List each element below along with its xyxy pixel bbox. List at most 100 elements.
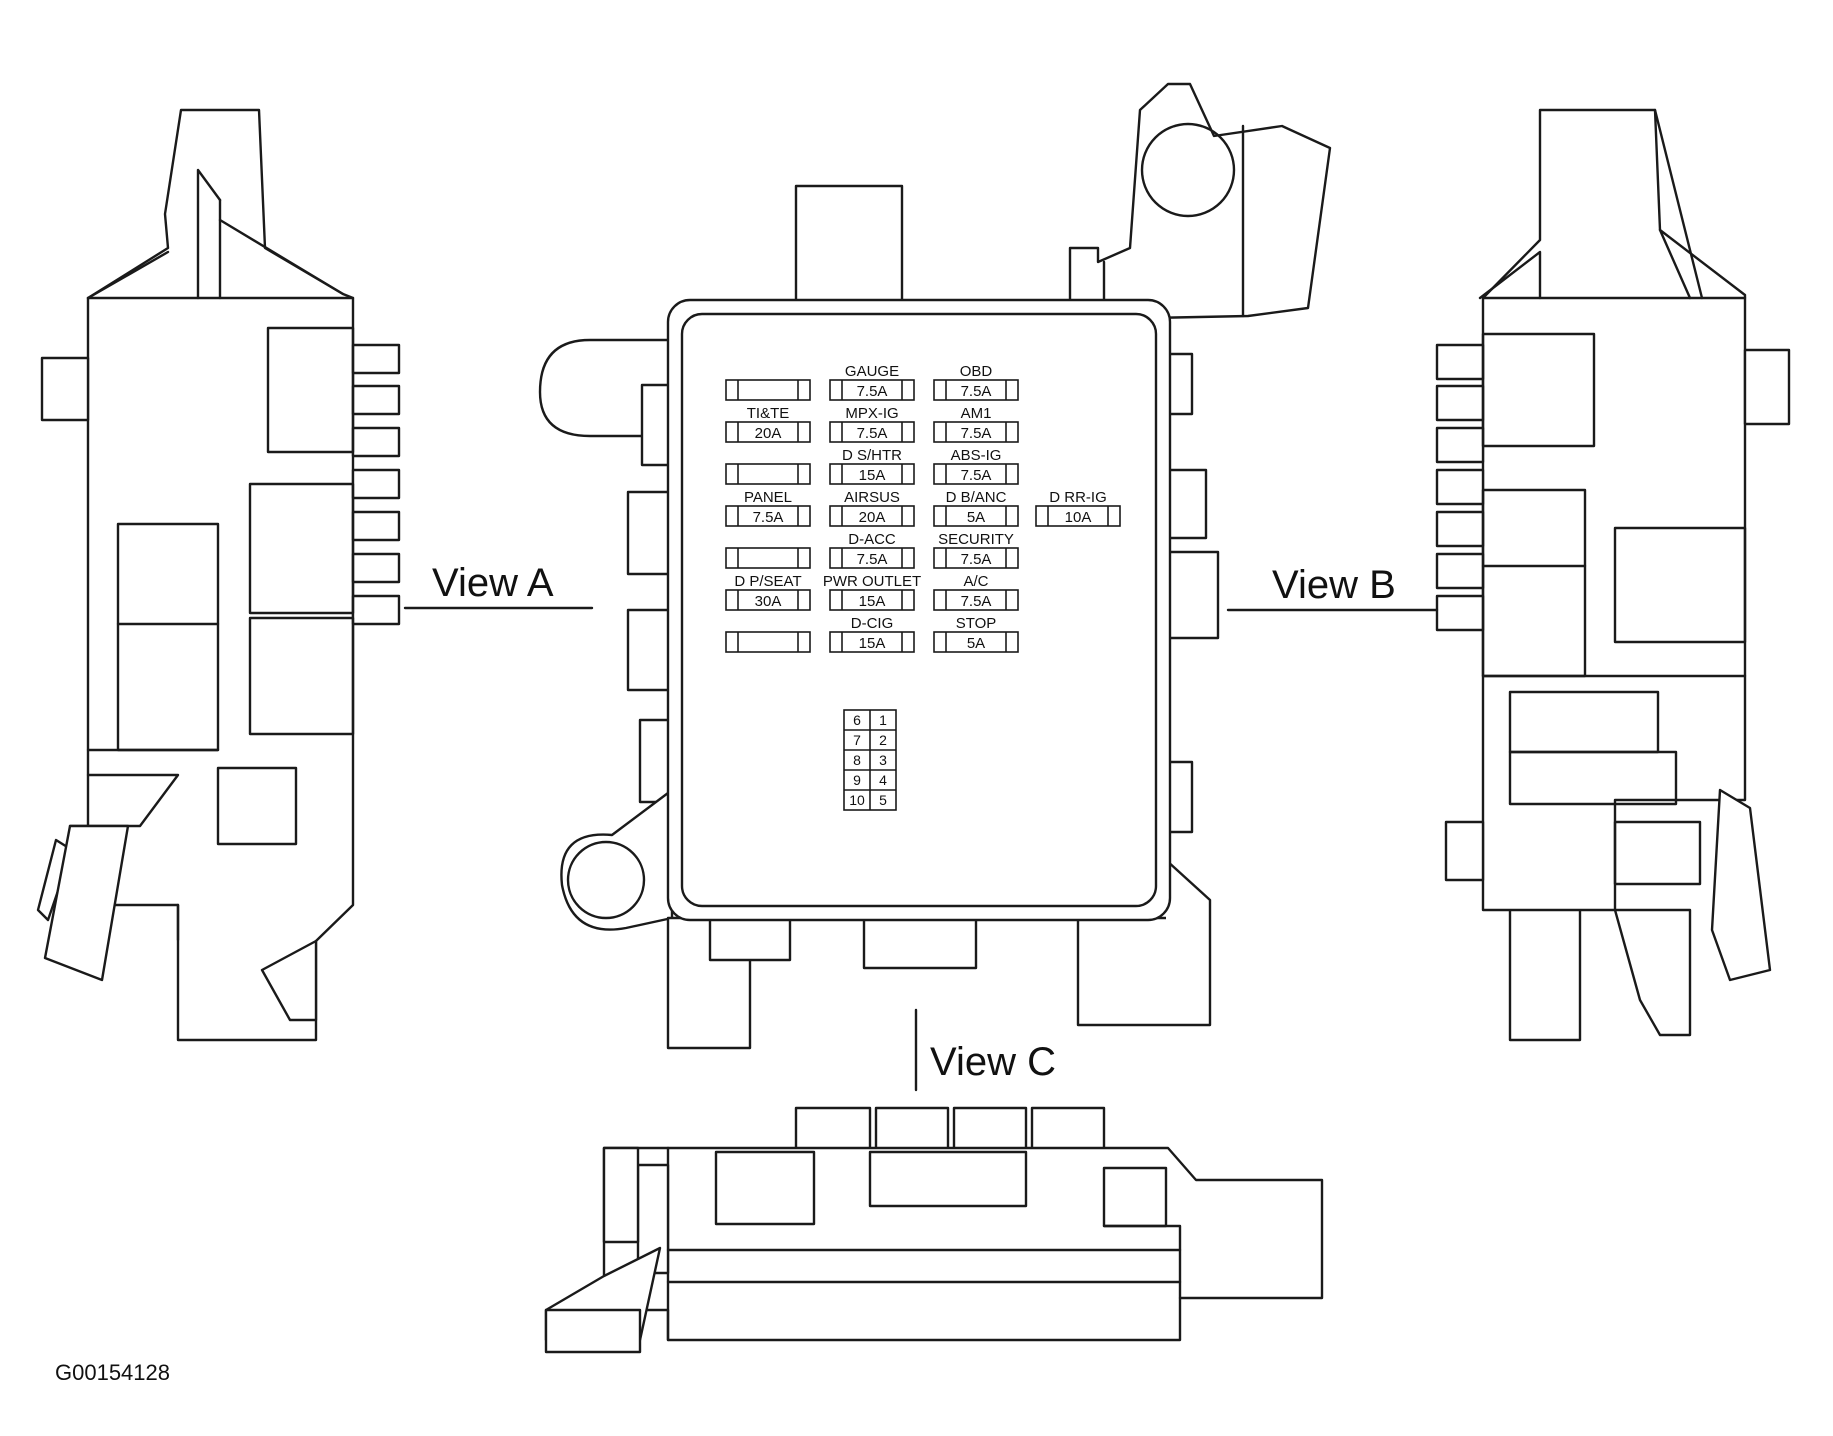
fuse-amperage: 7.5A xyxy=(857,425,888,442)
fuse-panel: GAUGE 7.5A OBD 7.5A TI&TE 20A MPX-IG 7.5A AM1 7.5… xyxy=(725,363,1121,653)
view-a-label: View A xyxy=(432,561,554,605)
fuse-body xyxy=(829,631,915,653)
fuse-name-label: D-CIG xyxy=(851,615,894,632)
fuse-slot xyxy=(725,379,811,401)
fuse-amperage: 20A xyxy=(859,509,886,526)
fuse-body xyxy=(829,379,915,401)
fuse-amperage: 15A xyxy=(859,467,886,484)
fuse-body xyxy=(933,547,1019,569)
view-a-side-housing xyxy=(36,108,401,1042)
fuse-amperage: 15A xyxy=(859,635,886,652)
fuse-body xyxy=(933,589,1019,611)
pin-number: 10 xyxy=(849,792,865,808)
fuse-amperage: 7.5A xyxy=(857,551,888,568)
fuse-slot: AIRSUS 20A xyxy=(829,489,915,527)
pin-number: 5 xyxy=(879,792,887,808)
pin-number: 7 xyxy=(853,732,861,748)
fuse-name-label: SECURITY xyxy=(938,531,1014,548)
fuse-body xyxy=(725,463,811,485)
view-b-label: View B xyxy=(1272,563,1396,607)
fuse-slot: PANEL 7.5A xyxy=(725,489,811,527)
fuse-name-label: AIRSUS xyxy=(844,489,900,506)
fuse-slot: MPX-IG 7.5A xyxy=(829,405,915,443)
fuse-body xyxy=(933,631,1019,653)
pin-number: 8 xyxy=(853,752,861,768)
fuse-name-label: OBD xyxy=(960,363,993,380)
fuse-name-label: D P/SEAT xyxy=(734,573,801,590)
view-c-front-housing xyxy=(544,1106,1324,1354)
fuse-slot: AM1 7.5A xyxy=(933,405,1019,443)
fuse-slot: OBD 7.5A xyxy=(933,363,1019,401)
fuse-amperage: 10A xyxy=(1065,509,1092,526)
fuse-body xyxy=(725,547,811,569)
fuse-amperage: 7.5A xyxy=(961,467,992,484)
fuse-body xyxy=(725,421,811,443)
fuse-amperage: 5A xyxy=(967,509,985,526)
pin-number: 6 xyxy=(853,712,861,728)
pin-number: 9 xyxy=(853,772,861,788)
fuse-slot: GAUGE 7.5A xyxy=(829,363,915,401)
view-c-label: View C xyxy=(930,1040,1056,1084)
fuse-slot: D S/HTR 15A xyxy=(829,447,915,485)
relay-connector-pins: 6 7 8 9 10 1 2 3 4 5 xyxy=(843,709,897,811)
fuse-slot xyxy=(725,631,811,653)
fuse-block-top-housing xyxy=(538,82,1332,1050)
fuse-body xyxy=(829,505,915,527)
fuse-name-label: MPX-IG xyxy=(845,405,898,422)
fuse-name-label: AM1 xyxy=(961,405,992,422)
fuse-name-label: D S/HTR xyxy=(842,447,902,464)
fuse-slot xyxy=(725,463,811,485)
fuse-body xyxy=(829,547,915,569)
fuse-amperage: 30A xyxy=(755,593,782,610)
fuse-amperage: 20A xyxy=(755,425,782,442)
pin-number: 4 xyxy=(879,772,887,788)
fuse-amperage: 7.5A xyxy=(961,551,992,568)
fuse-name-label: A/C xyxy=(963,573,988,590)
fuse-amperage: 7.5A xyxy=(753,509,784,526)
fuse-body xyxy=(933,379,1019,401)
fuse-body xyxy=(933,421,1019,443)
fuse-amperage: 15A xyxy=(859,593,886,610)
fuse-amperage: 7.5A xyxy=(961,593,992,610)
fuse-name-label: D RR-IG xyxy=(1049,489,1107,506)
view-b-side-housing xyxy=(1435,108,1791,1042)
fuse-amperage: 7.5A xyxy=(857,383,888,400)
fuse-amperage: 5A xyxy=(967,635,985,652)
fuse-amperage: 7.5A xyxy=(961,383,992,400)
fuse-slot: D P/SEAT 30A xyxy=(725,573,811,611)
fuse-name-label: TI&TE xyxy=(747,405,790,422)
fuse-name-label: D B/ANC xyxy=(946,489,1007,506)
fuse-slot: D B/ANC 5A xyxy=(933,489,1019,527)
fuse-amperage: 7.5A xyxy=(961,425,992,442)
fuse-name-label: STOP xyxy=(956,615,997,632)
fuse-slot: TI&TE 20A xyxy=(725,405,811,443)
fuse-body xyxy=(725,379,811,401)
fuse-slot: SECURITY 7.5A xyxy=(933,531,1019,569)
fuse-slot: ABS-IG 7.5A xyxy=(933,447,1019,485)
pin-number: 2 xyxy=(879,732,887,748)
pin-number: 1 xyxy=(879,712,887,728)
fuse-name-label: PANEL xyxy=(744,489,792,506)
fuse-name-label: GAUGE xyxy=(845,363,899,380)
fuse-slot: D-CIG 15A xyxy=(829,615,915,653)
fuse-body xyxy=(829,421,915,443)
fuse-slot: PWR OUTLET 15A xyxy=(823,573,921,611)
fuse-slot xyxy=(725,547,811,569)
fuse-body xyxy=(725,505,811,527)
fuse-slot: D RR-IG 10A xyxy=(1035,489,1121,527)
fuse-body xyxy=(725,589,811,611)
fuse-body xyxy=(1035,505,1121,527)
fuse-body xyxy=(933,505,1019,527)
fuse-body xyxy=(829,463,915,485)
pin-number: 3 xyxy=(879,752,887,768)
figure-code: G00154128 xyxy=(55,1360,170,1385)
fuse-name-label: ABS-IG xyxy=(951,447,1002,464)
fuse-name-label: D-ACC xyxy=(848,531,896,548)
fuse-slot: STOP 5A xyxy=(933,615,1019,653)
fuse-name-label: PWR OUTLET xyxy=(823,573,921,590)
fuse-body xyxy=(829,589,915,611)
fuse-body xyxy=(933,463,1019,485)
fuse-slot: D-ACC 7.5A xyxy=(829,531,915,569)
fuse-slot: A/C 7.5A xyxy=(933,573,1019,611)
